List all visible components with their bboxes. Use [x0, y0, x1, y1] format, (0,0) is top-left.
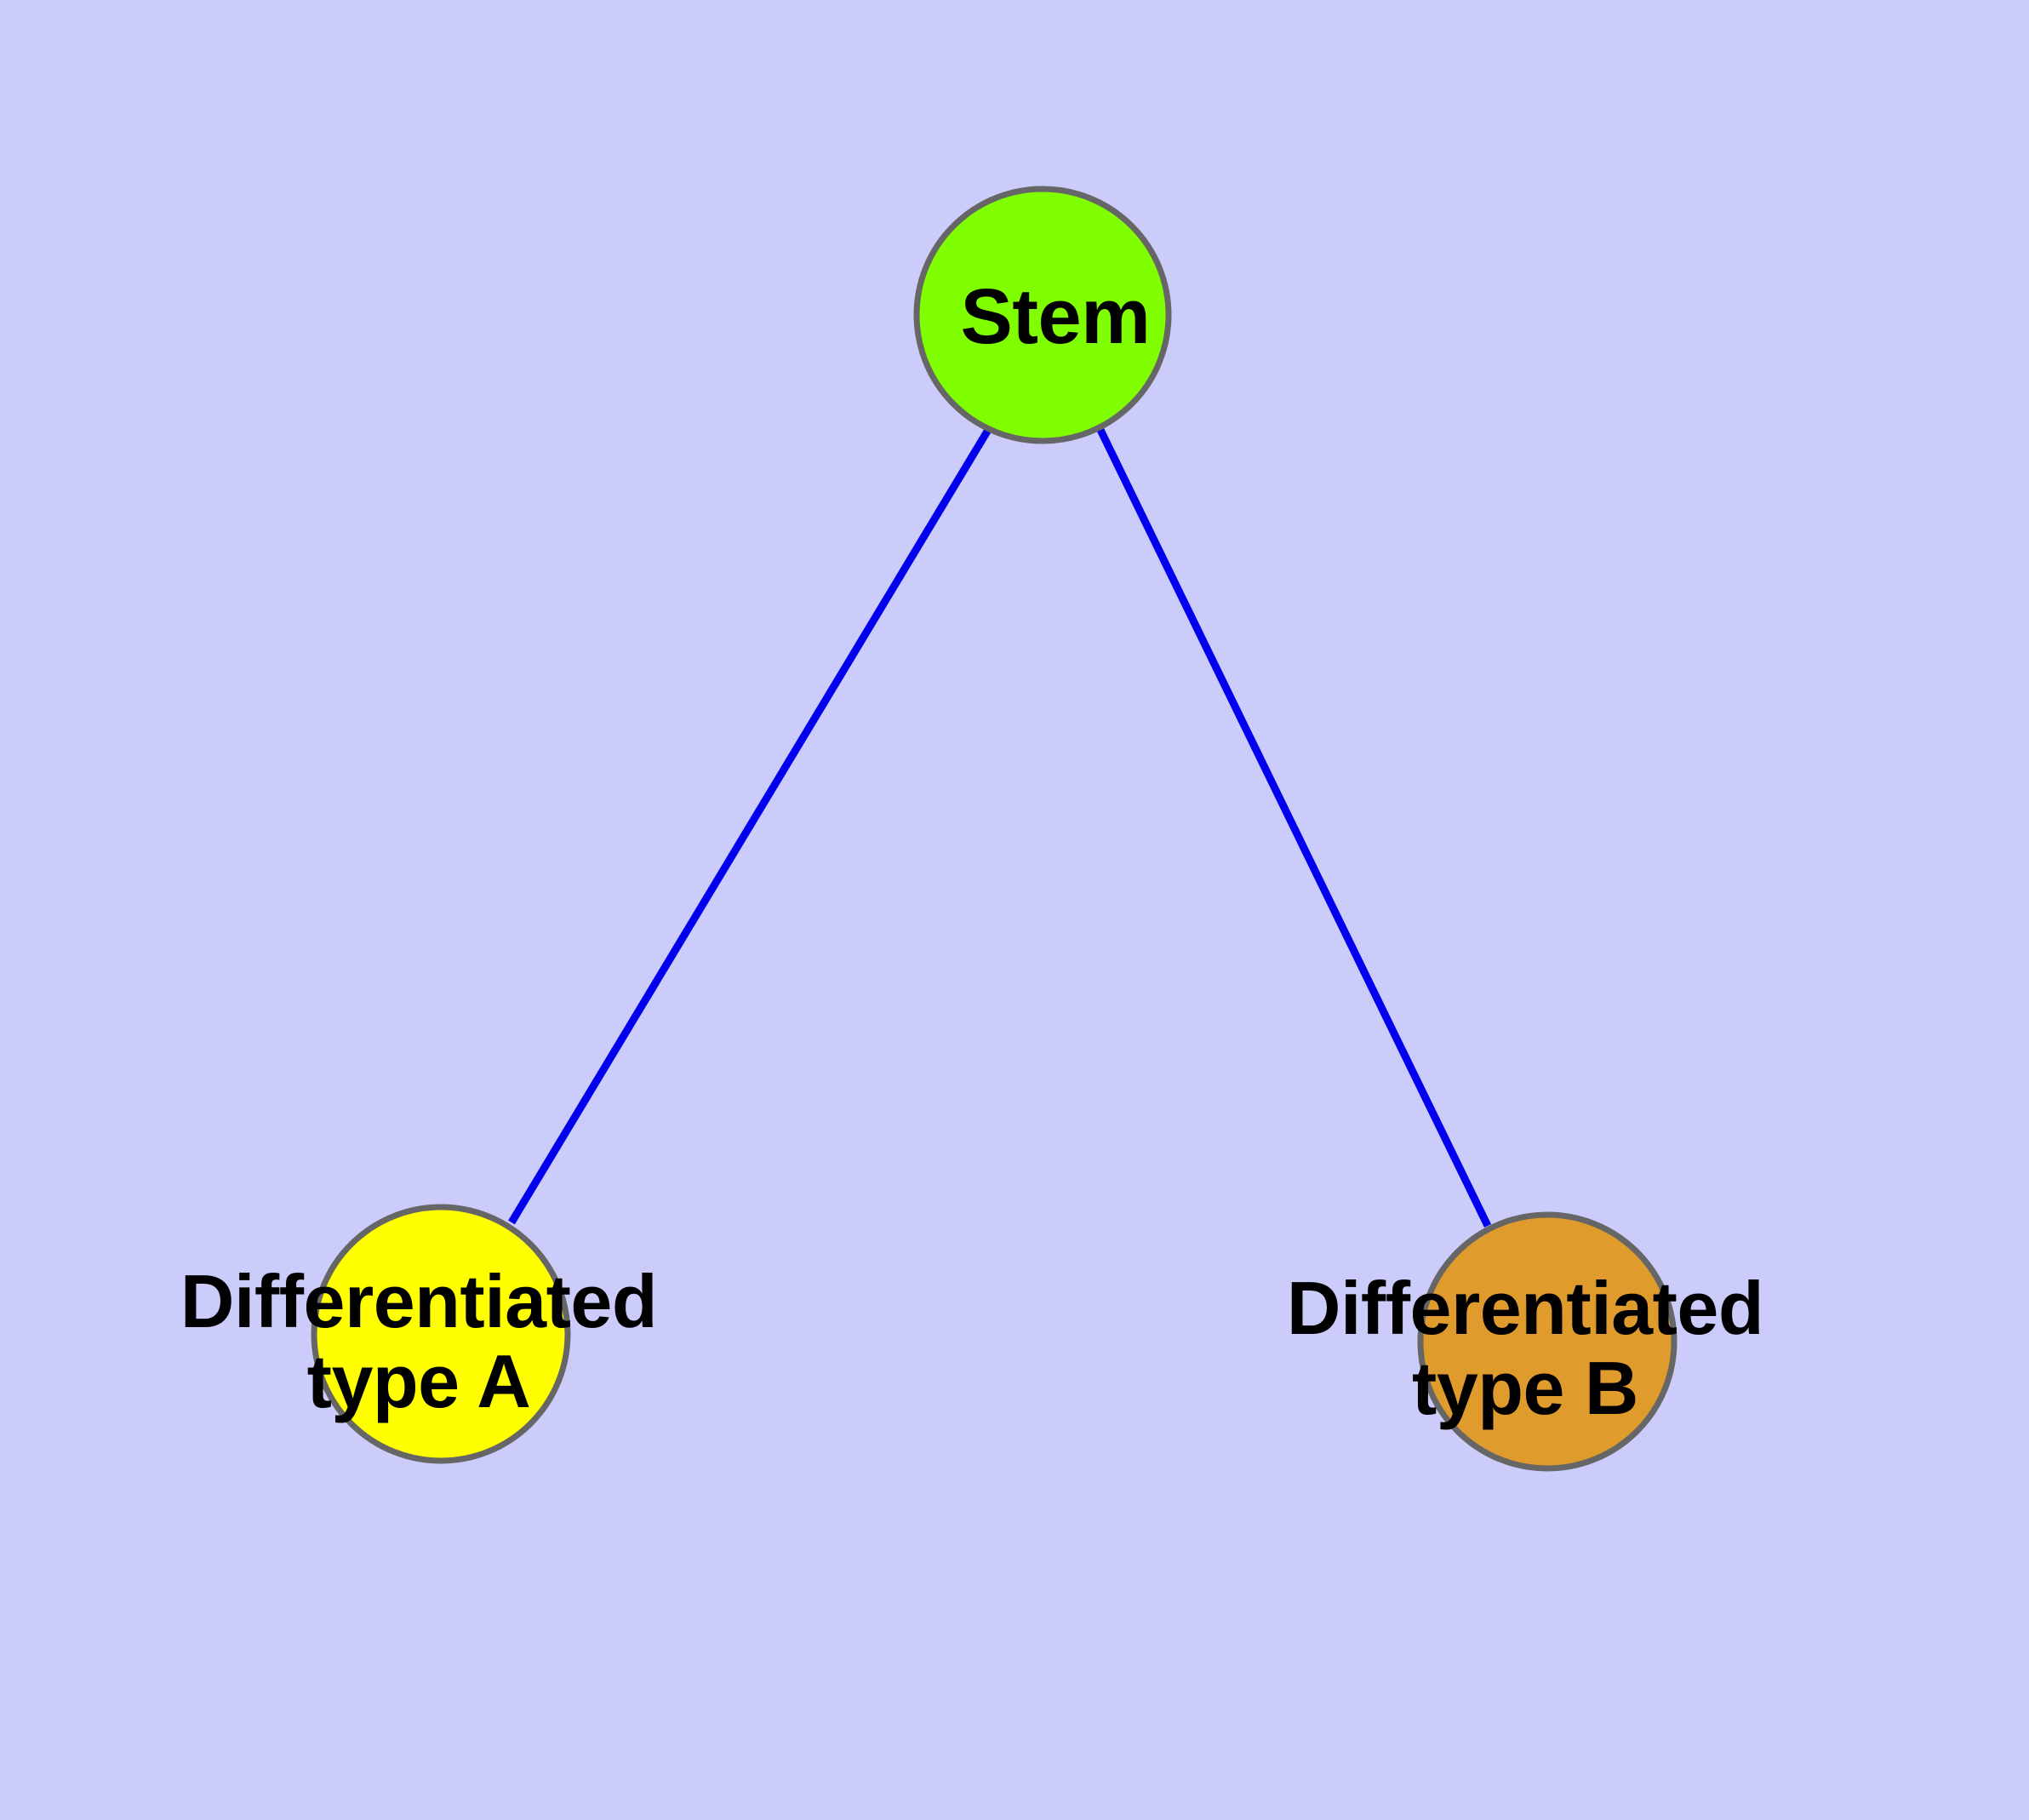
- edge-layer: [508, 427, 1492, 1228]
- node-circle-diff-b[interactable]: [1417, 1211, 1677, 1472]
- node-circle-stem[interactable]: [913, 186, 1172, 444]
- node-layer: [311, 186, 1677, 1472]
- edge-stem-to-diff-b[interactable]: [1096, 428, 1492, 1228]
- edge-stem-to-diff-a[interactable]: [508, 427, 992, 1225]
- node-circle-diff-a[interactable]: [311, 1204, 571, 1464]
